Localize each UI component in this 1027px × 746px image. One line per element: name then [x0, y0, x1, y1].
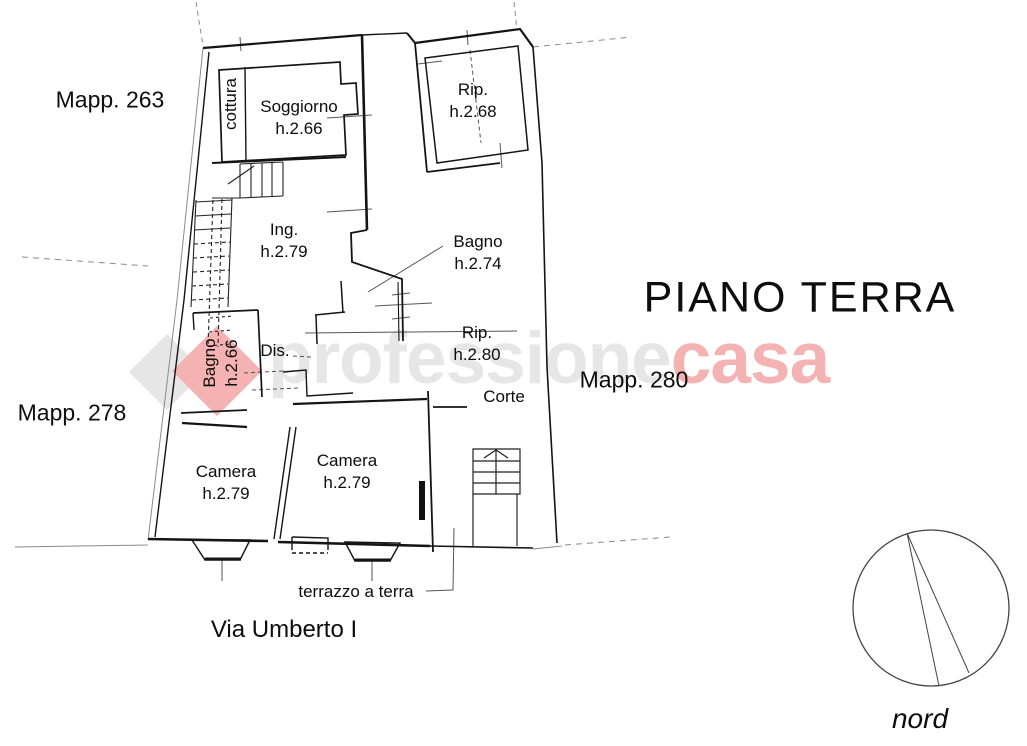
outer-walls: [147, 27, 558, 549]
north-compass: [852, 529, 1010, 687]
window-bar: [419, 481, 425, 520]
courtyard-stair: [472, 448, 521, 546]
parcel-boundary-lines: [14, 1, 671, 550]
logo-diamond-gray-icon: [129, 334, 205, 410]
bagno-leader-line: [367, 245, 444, 293]
compass-needle: [906, 532, 940, 687]
watermark-brand: professionecasa: [268, 322, 830, 395]
compass-circle: [852, 529, 1010, 687]
watermark-part2: casa: [670, 318, 830, 399]
entry-steps: [190, 536, 402, 562]
logo-diamond-pink-icon: [172, 326, 262, 416]
terrace-leader-line: [425, 527, 455, 592]
compass-needle: [906, 532, 970, 674]
staircase: [190, 161, 284, 348]
watermark-part1: professione: [268, 318, 672, 399]
interior-walls: [180, 42, 529, 553]
